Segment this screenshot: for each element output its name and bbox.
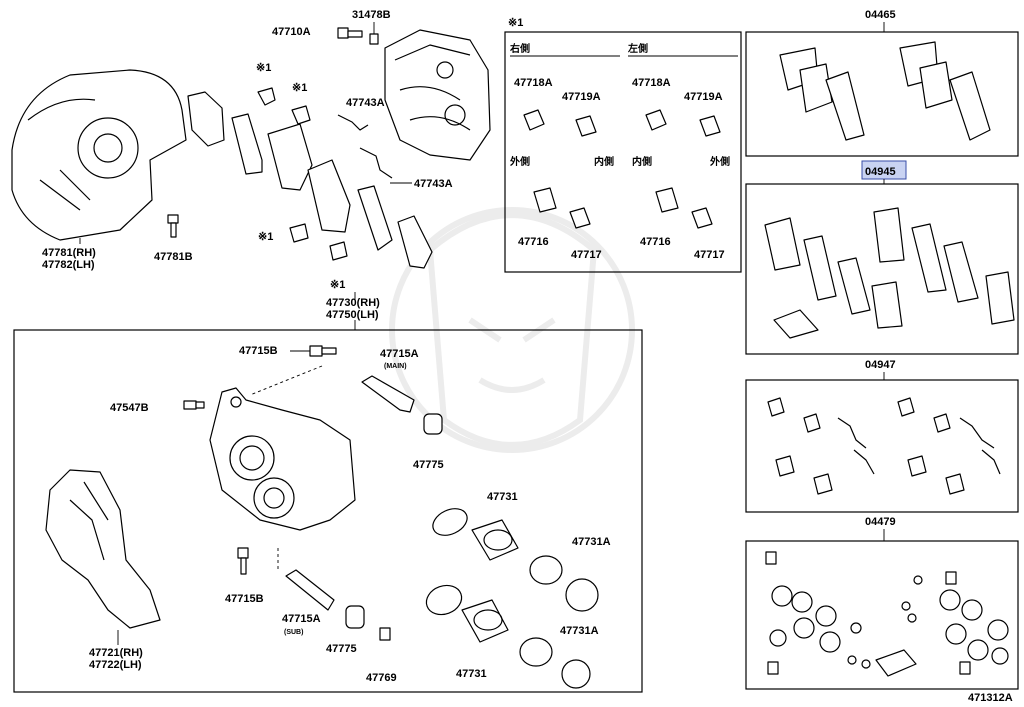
mounting-bracket-47721[interactable] xyxy=(45,469,161,629)
pad-kit-04945-pads[interactable] xyxy=(764,207,1015,339)
clip-kit-04947-parts[interactable] xyxy=(767,397,1001,495)
slide-pin-47715a-main[interactable] xyxy=(361,375,415,413)
label-outer-left: 外側 xyxy=(709,155,730,168)
clip-set-box xyxy=(504,31,742,273)
label-right-side: 右側 xyxy=(509,42,530,55)
boot-47775-lower[interactable] xyxy=(345,605,365,629)
clip-47719a-right[interactable] xyxy=(575,115,597,137)
bleeder-cap-47769[interactable] xyxy=(379,627,391,641)
pad-clip-lower-right[interactable] xyxy=(329,241,348,261)
bleeder-31478b[interactable] xyxy=(369,33,379,45)
dust-boot-47731a-upper[interactable] xyxy=(565,578,599,612)
label-inner-right: 内側 xyxy=(594,155,614,168)
piston-seal-47731-upper[interactable] xyxy=(429,504,563,585)
label-47769: 47769 xyxy=(366,672,397,684)
label-47716-l: 47716 xyxy=(640,236,671,248)
label-31478b: 31478B xyxy=(352,9,391,21)
anti-rattle-spring-47743a[interactable] xyxy=(337,114,393,179)
label-47775-2: 47775 xyxy=(326,643,357,655)
label-47719a-r: 47719A xyxy=(562,91,601,103)
label-47717-l: 47717 xyxy=(694,249,725,261)
kit-label-04947: 04947 xyxy=(865,359,896,371)
dust-shield-47781[interactable] xyxy=(11,69,187,241)
label-47715b-2: 47715B xyxy=(225,593,264,605)
label-47775-1: 47775 xyxy=(413,459,444,471)
label-47782: 47782(LH) xyxy=(42,259,95,271)
pad-clip-lower-left[interactable] xyxy=(289,223,309,243)
caliper-assembly-top[interactable] xyxy=(384,29,491,161)
kit-box-04465 xyxy=(745,31,1019,157)
kit-box-04947 xyxy=(745,379,1019,513)
slide-bolt-47715b-lower[interactable] xyxy=(237,547,249,575)
label-47716-r: 47716 xyxy=(518,236,549,248)
kit-box-04479 xyxy=(745,540,1019,690)
bolt-47781b[interactable] xyxy=(167,214,179,238)
brake-pads-exploded[interactable] xyxy=(187,91,433,269)
bleeder-plug-47547b[interactable] xyxy=(183,400,205,410)
label-47731a-2: 47731A xyxy=(560,625,599,637)
piston-seal-47731-lower[interactable] xyxy=(422,581,553,667)
clip-47717-right[interactable] xyxy=(569,207,591,229)
boot-47775-upper[interactable] xyxy=(423,413,443,435)
label-47781: 47781(RH) xyxy=(42,247,96,259)
label-47743a-2: 47743A xyxy=(414,178,453,190)
label-47719a-l: 47719A xyxy=(684,91,723,103)
label-47717-r: 47717 xyxy=(571,249,602,261)
label-47715a-sub: 47715A xyxy=(282,613,321,625)
label-left-side: 左側 xyxy=(627,42,648,55)
label-47721: 47721(RH) xyxy=(89,647,143,659)
note-mark-3: ※1 xyxy=(258,231,273,243)
clip-47717-left[interactable] xyxy=(691,207,713,229)
note-mark-2: ※1 xyxy=(292,82,307,94)
pad-clip-upper-right[interactable] xyxy=(291,105,311,125)
label-sub-tag: (SUB) xyxy=(284,629,303,636)
clip-47716-left[interactable] xyxy=(655,187,679,213)
label-47715a-main: 47715A xyxy=(380,348,419,360)
kit-label-04465: 04465 xyxy=(865,9,896,21)
label-47547b: 47547B xyxy=(110,402,149,414)
label-47781b: 47781B xyxy=(154,251,193,263)
label-inner-left: 内側 xyxy=(632,155,652,168)
label-47710a: 47710A xyxy=(272,26,311,38)
label-outer-right: 外側 xyxy=(509,155,530,168)
label-47722: 47722(LH) xyxy=(89,659,142,671)
kit-label-04479: 04479 xyxy=(865,516,896,528)
caliper-body[interactable] xyxy=(209,387,356,531)
label-47718a-r: 47718A xyxy=(514,77,553,89)
note-mark-1: ※1 xyxy=(256,62,271,74)
note-mark-4: ※1 xyxy=(330,279,345,291)
clip-box-note-mark: ※1 xyxy=(508,17,523,29)
caliper-assembly-box xyxy=(13,329,643,693)
clip-47719a-left[interactable] xyxy=(699,115,721,137)
label-47730: 47730(RH) xyxy=(326,297,380,309)
label-47731-2: 47731 xyxy=(456,668,487,680)
kit-label-04945[interactable]: 04945 xyxy=(865,166,896,178)
label-47731a-1: 47731A xyxy=(572,536,611,548)
clip-47716-right[interactable] xyxy=(533,187,557,213)
pad-kit-04465-pads[interactable] xyxy=(779,41,991,141)
label-47718a-l: 47718A xyxy=(632,77,671,89)
clip-47718a-left[interactable] xyxy=(645,109,667,131)
label-47715b-1: 47715B xyxy=(239,345,278,357)
label-47743a-1: 47743A xyxy=(346,97,385,109)
slide-bolt-47715b-upper[interactable] xyxy=(309,345,337,357)
label-main-tag: (MAIN) xyxy=(384,363,407,370)
slide-pin-47715a-sub[interactable] xyxy=(285,569,335,611)
diagram-code: 471312A xyxy=(968,692,1013,704)
pad-clip-upper-left[interactable] xyxy=(257,87,276,106)
clip-47718a-right[interactable] xyxy=(523,109,545,131)
seal-kit-04479-parts[interactable] xyxy=(765,551,1009,677)
kit-box-04945 xyxy=(745,183,1019,355)
dust-boot-47731a-lower[interactable] xyxy=(561,659,591,689)
label-47731-1: 47731 xyxy=(487,491,518,503)
label-47750: 47750(LH) xyxy=(326,309,379,321)
bolt-47710a[interactable] xyxy=(337,27,363,39)
